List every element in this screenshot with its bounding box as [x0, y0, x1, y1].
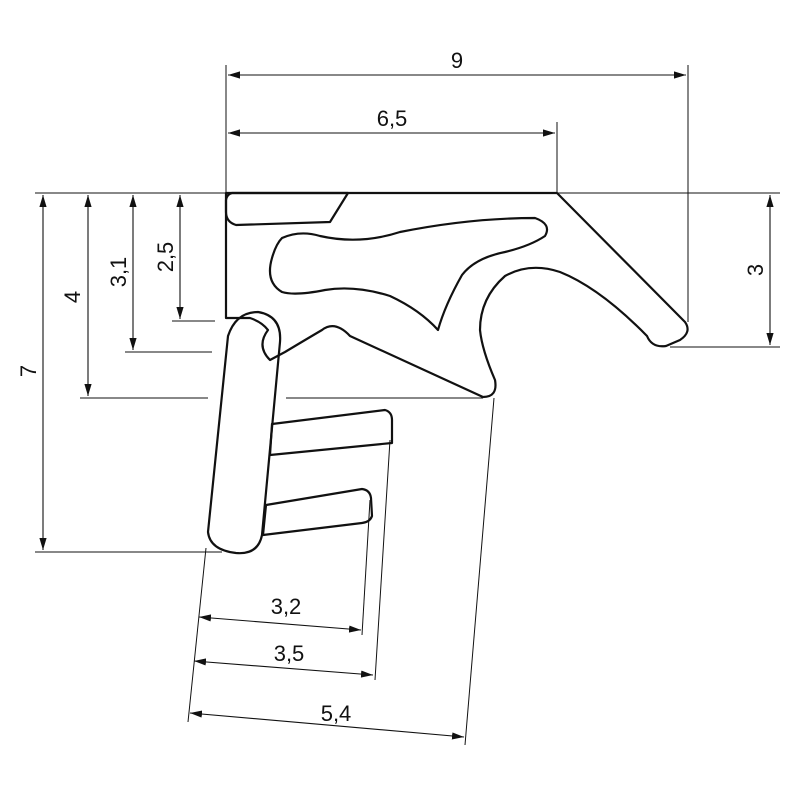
dim-label-width-3-2: 3,2 [271, 594, 302, 619]
dimension-height-2-5: 2,5 [153, 195, 215, 322]
ext-line-body-tip [464, 397, 495, 746]
dimension-width-3-5: 3,5 [193, 641, 374, 678]
dimension-height-3-1: 3,1 [106, 195, 212, 353]
dim-label-height-total: 7 [16, 365, 41, 377]
vertical-lip [206, 310, 282, 555]
ext-line-lip-bottom [187, 547, 207, 723]
dimension-width-3-2: 3,2 [198, 594, 362, 633]
dimension-width-upper: 6,5 [228, 106, 558, 193]
dim-label-width-5-4: 5,4 [321, 701, 352, 726]
hollow-chamber [268, 216, 549, 332]
upper-fin [268, 408, 394, 457]
ext-line-fin-upper [374, 439, 391, 681]
dimension-height-right: 3 [670, 195, 780, 348]
main-body-section [224, 191, 689, 399]
dim-label-height-4: 4 [60, 291, 85, 303]
dim-label-width-total: 9 [451, 48, 463, 73]
ext-line-fin-lower [361, 499, 371, 636]
lower-fin [261, 487, 374, 537]
dimension-width-5-4: 5,4 [189, 701, 465, 740]
dim-label-height-right: 3 [743, 264, 768, 276]
dim-label-height-2-5: 2,5 [153, 242, 178, 273]
dimension-height-total: 7 [16, 195, 222, 553]
profile-body [206, 191, 689, 555]
dim-label-width-3-5: 3,5 [274, 641, 305, 666]
upper-corner-block [224, 191, 350, 227]
dimension-height-4: 4 [60, 195, 483, 399]
dim-label-height-3-1: 3,1 [106, 257, 131, 288]
dim-label-width-upper: 6,5 [377, 106, 408, 131]
dimension-width-total: 9 [225, 48, 689, 322]
